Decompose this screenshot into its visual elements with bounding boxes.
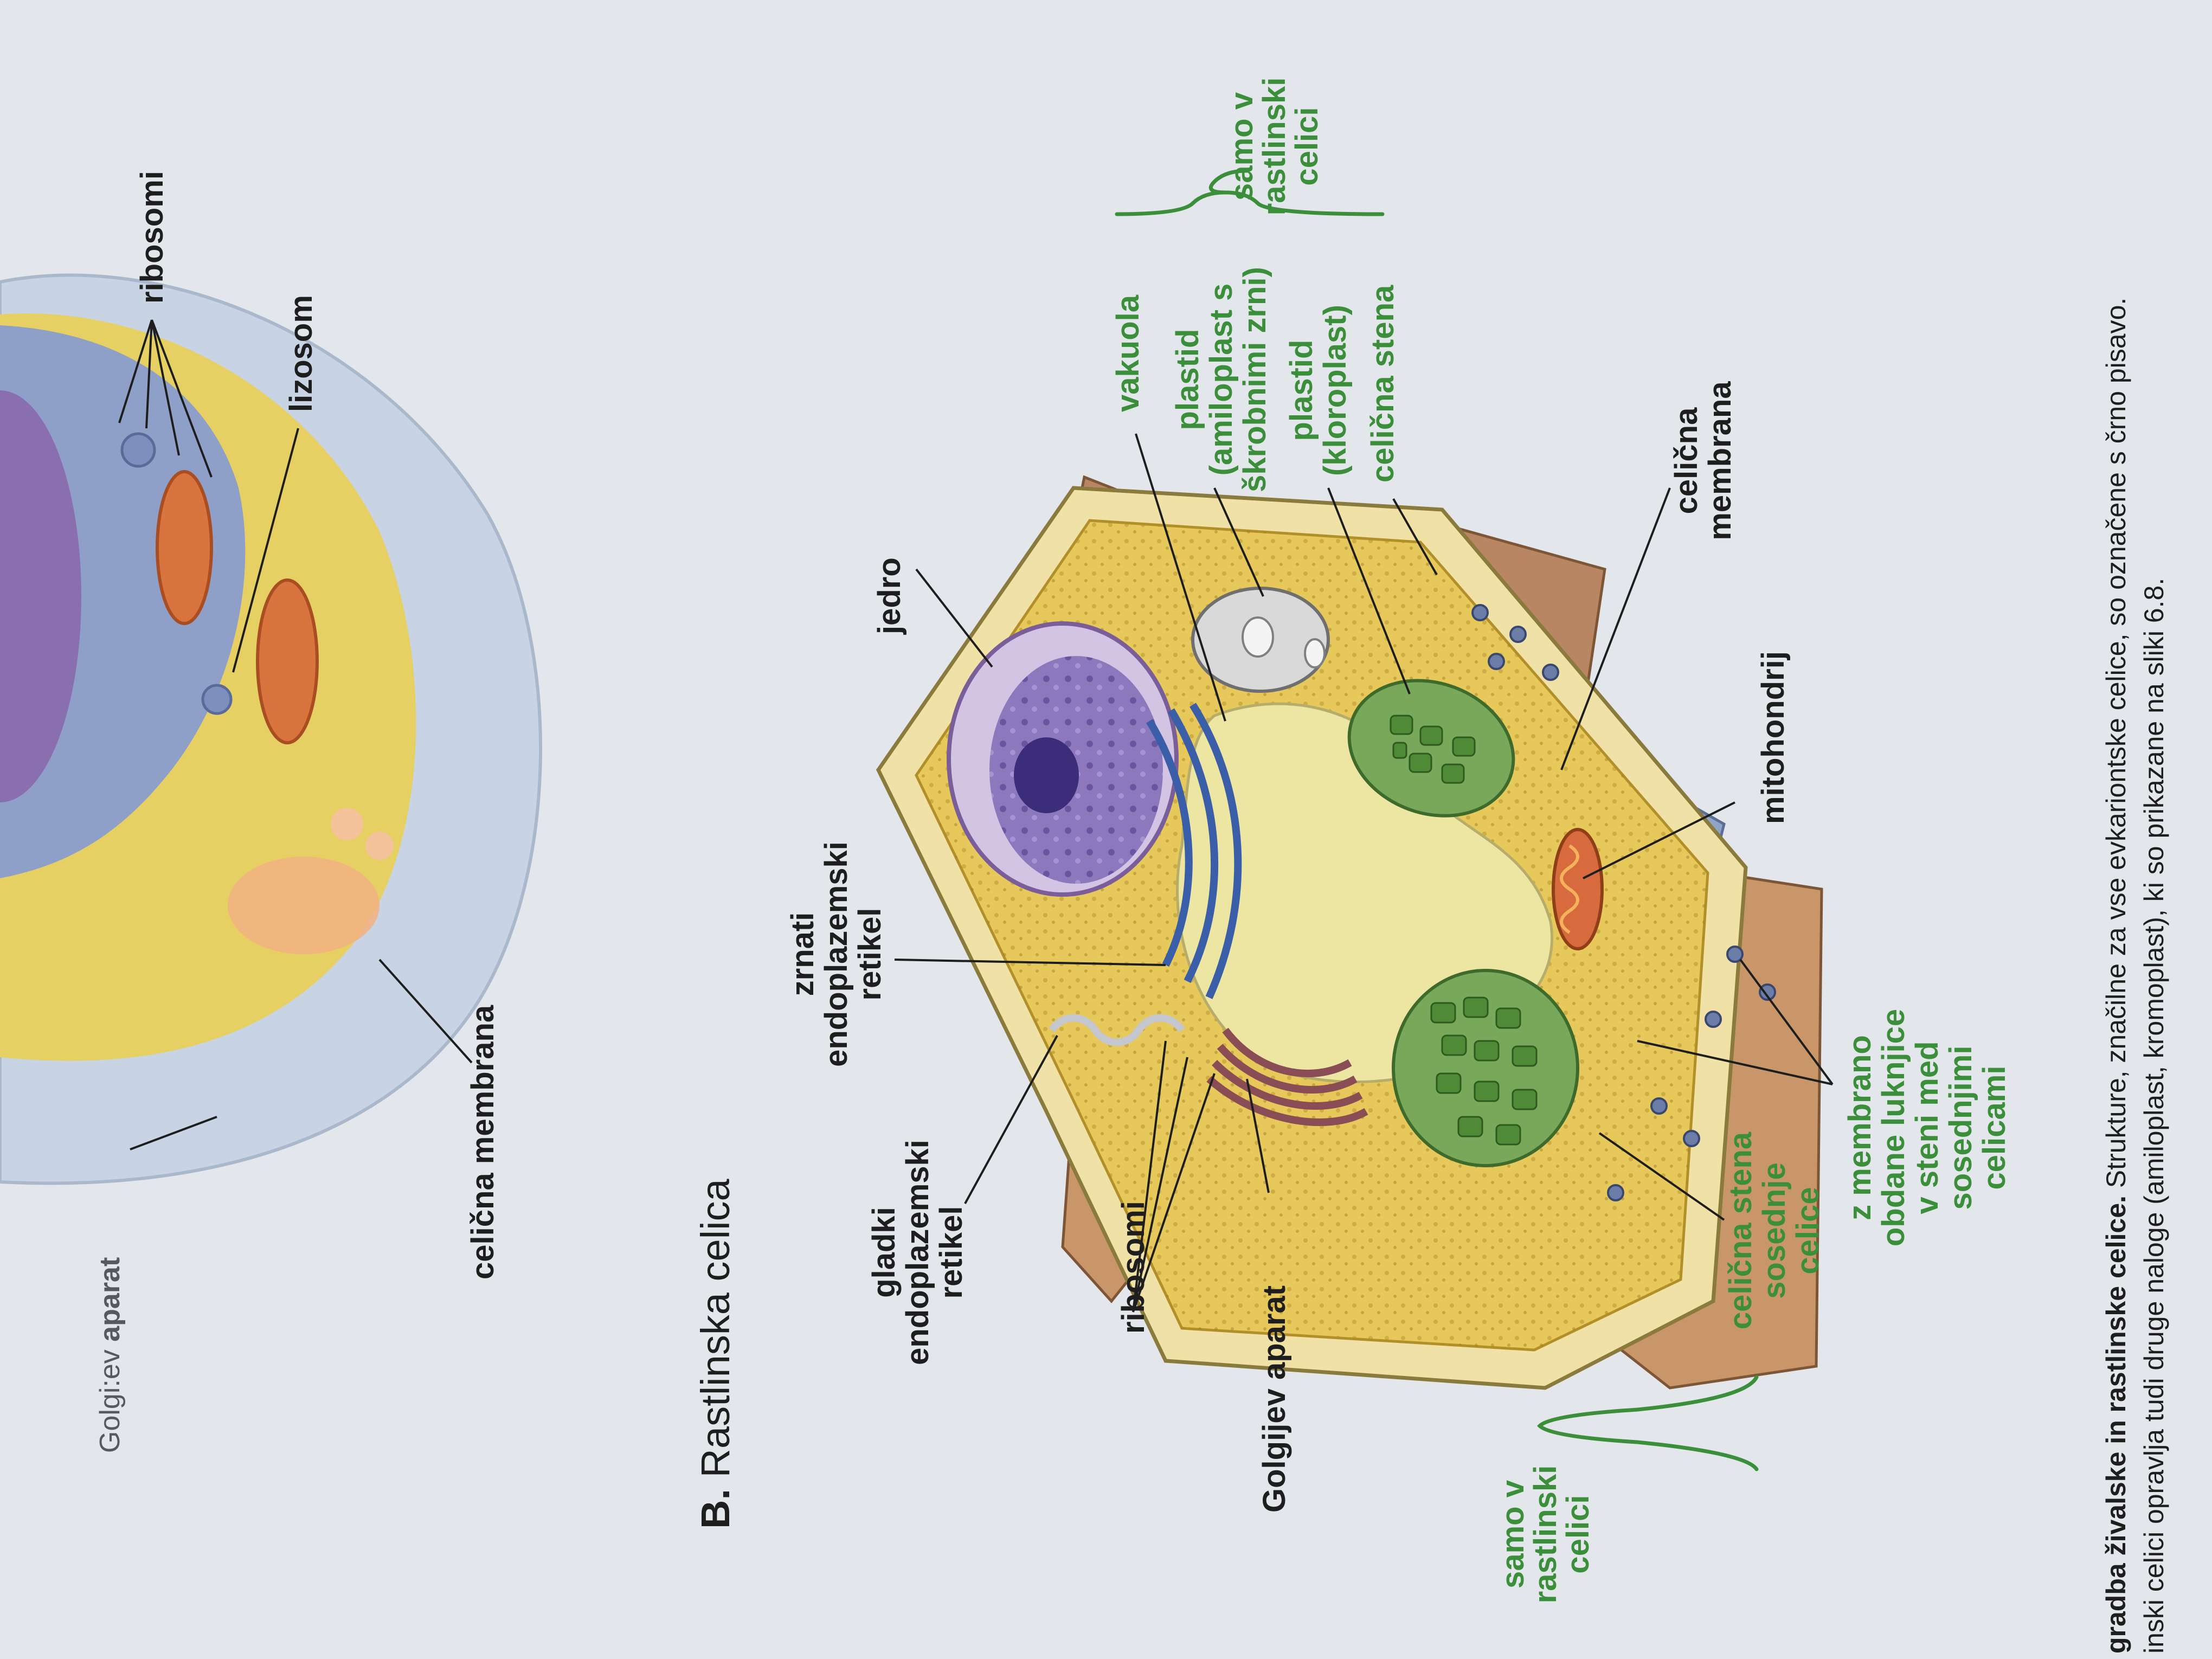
svg-text:plastid(kloroplast): plastid(kloroplast) — [1284, 305, 1353, 476]
svg-text:samo vrastlinskicelici: samo vrastlinskicelici — [1224, 78, 1324, 216]
leader-line — [1132, 1040, 1216, 1313]
mitochondrion-cristae — [1560, 844, 1579, 934]
leader-line — [1213, 487, 1264, 597]
section-title: Rastlinska celica — [693, 1178, 738, 1477]
animal-lysosome — [120, 432, 156, 468]
animal-label-ribosomes: ribosomi — [134, 171, 170, 304]
svg-text:zrnatiendoplazemskiretikel: zrnatiendoplazemskiretikel — [785, 841, 888, 1067]
brace-bottom — [1537, 1375, 1759, 1471]
leader-line — [964, 1035, 1058, 1204]
rough-er — [1146, 703, 1242, 999]
animal-vesicle — [331, 808, 363, 840]
leader-line — [1327, 487, 1411, 695]
figure-caption: gradba živalske in rastlinske celice. St… — [2101, 298, 2169, 1654]
label-mitochondrion: mitohondrij — [1756, 651, 1791, 824]
leader-line — [1598, 1132, 1725, 1221]
label-cell-wall: celična stena — [1365, 285, 1400, 483]
animal-label-lysosome: lizosom — [284, 295, 319, 412]
leader-line — [1560, 487, 1671, 770]
section-letter: B. — [693, 1489, 738, 1529]
mitochondrion — [1552, 828, 1604, 950]
smooth-er — [1049, 1014, 1185, 1046]
leader-line — [1246, 1078, 1270, 1193]
animal-mitochondrion — [156, 470, 213, 625]
svg-text:gladkiendoplazemskiretikel: gladkiendoplazemskiretikel — [866, 1140, 969, 1365]
label-only-plant-bottom: samo vrastlinskicelici — [1495, 1465, 1596, 1604]
label-golgi: Golgijev aparat — [1257, 1285, 1292, 1513]
label-chloroplast: plastid(kloroplast) — [1284, 305, 1353, 476]
nucleolus — [1014, 737, 1079, 813]
label-neighbor-wall: celična stenasosednjecelice — [1723, 1131, 1825, 1329]
leader-line — [1135, 433, 1226, 722]
animal-vesicle — [365, 832, 394, 860]
label-nucleus: jedro — [872, 557, 907, 635]
leader-line — [118, 319, 213, 478]
leader-line — [1583, 801, 1735, 879]
svg-text:celična stenasosednjecelice: celična stenasosednjecelice — [1723, 1131, 1825, 1329]
leader-line — [894, 959, 1166, 966]
plant-cell-diagram — [876, 475, 1823, 1390]
svg-text:samo vrastlinskicelici: samo vrastlinskicelici — [1495, 1465, 1596, 1604]
svg-text:B. Rastlinska celica: B. Rastlinska celica — [693, 1178, 738, 1529]
svg-text:gradba živalske in rastlinske: gradba živalske in rastlinske celice. St… — [2101, 298, 2131, 1654]
brace-top — [1115, 169, 1385, 216]
leader-line — [378, 959, 473, 1064]
caption-line1: Strukture, značilne za vse evkariontske … — [2101, 298, 2131, 1195]
leader-line — [130, 1116, 217, 1150]
animal-label-cell-membrane: celična membrana — [465, 1005, 500, 1279]
starch-grain — [1242, 616, 1274, 658]
label-plasmodesmata: z membranoobdane luknjicev steni medsose… — [1842, 1009, 2012, 1246]
label-rough-er: zrnatiendoplazemskiretikel — [785, 841, 888, 1067]
caption-bold: gradba živalske in rastlinske celice. — [2101, 1195, 2131, 1654]
starch-grain — [1304, 638, 1326, 668]
label-smooth-er: gladkiendoplazemskiretikel — [866, 1140, 969, 1365]
chloroplast — [1347, 679, 1515, 818]
golgi-apparatus — [1206, 1027, 1368, 1126]
plasmodesmata-pores — [1471, 604, 1776, 1201]
leader-line — [232, 428, 299, 673]
animal-cell-diagram: ribosomi lizosom celična membrana Golgi:… — [0, 171, 542, 1453]
label-vacuole: vakuola — [1110, 294, 1146, 412]
animal-golgi — [228, 857, 380, 954]
svg-text:z membranoobdane luknjicev ste: z membranoobdane luknjicev steni medsose… — [1842, 1009, 2012, 1246]
leader-line — [1637, 959, 1834, 1085]
grana-stacks — [1390, 715, 1538, 1146]
leader-line — [1392, 498, 1438, 575]
leader-line — [915, 568, 993, 668]
label-ribosomes: ribosomi — [1116, 1201, 1151, 1334]
label-cell-membrane: celičnamembrana — [1669, 381, 1738, 541]
caption-line2: inski celici opravlja tudi druge naloge … — [2139, 578, 2169, 1654]
label-only-plant-top: samo vrastlinskicelici — [1224, 78, 1324, 216]
animal-label-golgi: Golgi:ev aparat — [94, 1257, 126, 1453]
svg-text:plastid(amiloplast sškrobnimi: plastid(amiloplast sškrobnimi zrni) — [1170, 267, 1272, 492]
svg-text:celičnamembrana: celičnamembrana — [1669, 381, 1738, 541]
animal-lysosome — [201, 684, 233, 715]
section-heading: B. Rastlinska celica — [693, 1178, 738, 1529]
animal-cell-nucleus — [0, 390, 81, 802]
label-amyloplast: plastid(amiloplast sškrobnimi zrni) — [1170, 267, 1272, 492]
animal-mitochondrion — [256, 578, 319, 744]
